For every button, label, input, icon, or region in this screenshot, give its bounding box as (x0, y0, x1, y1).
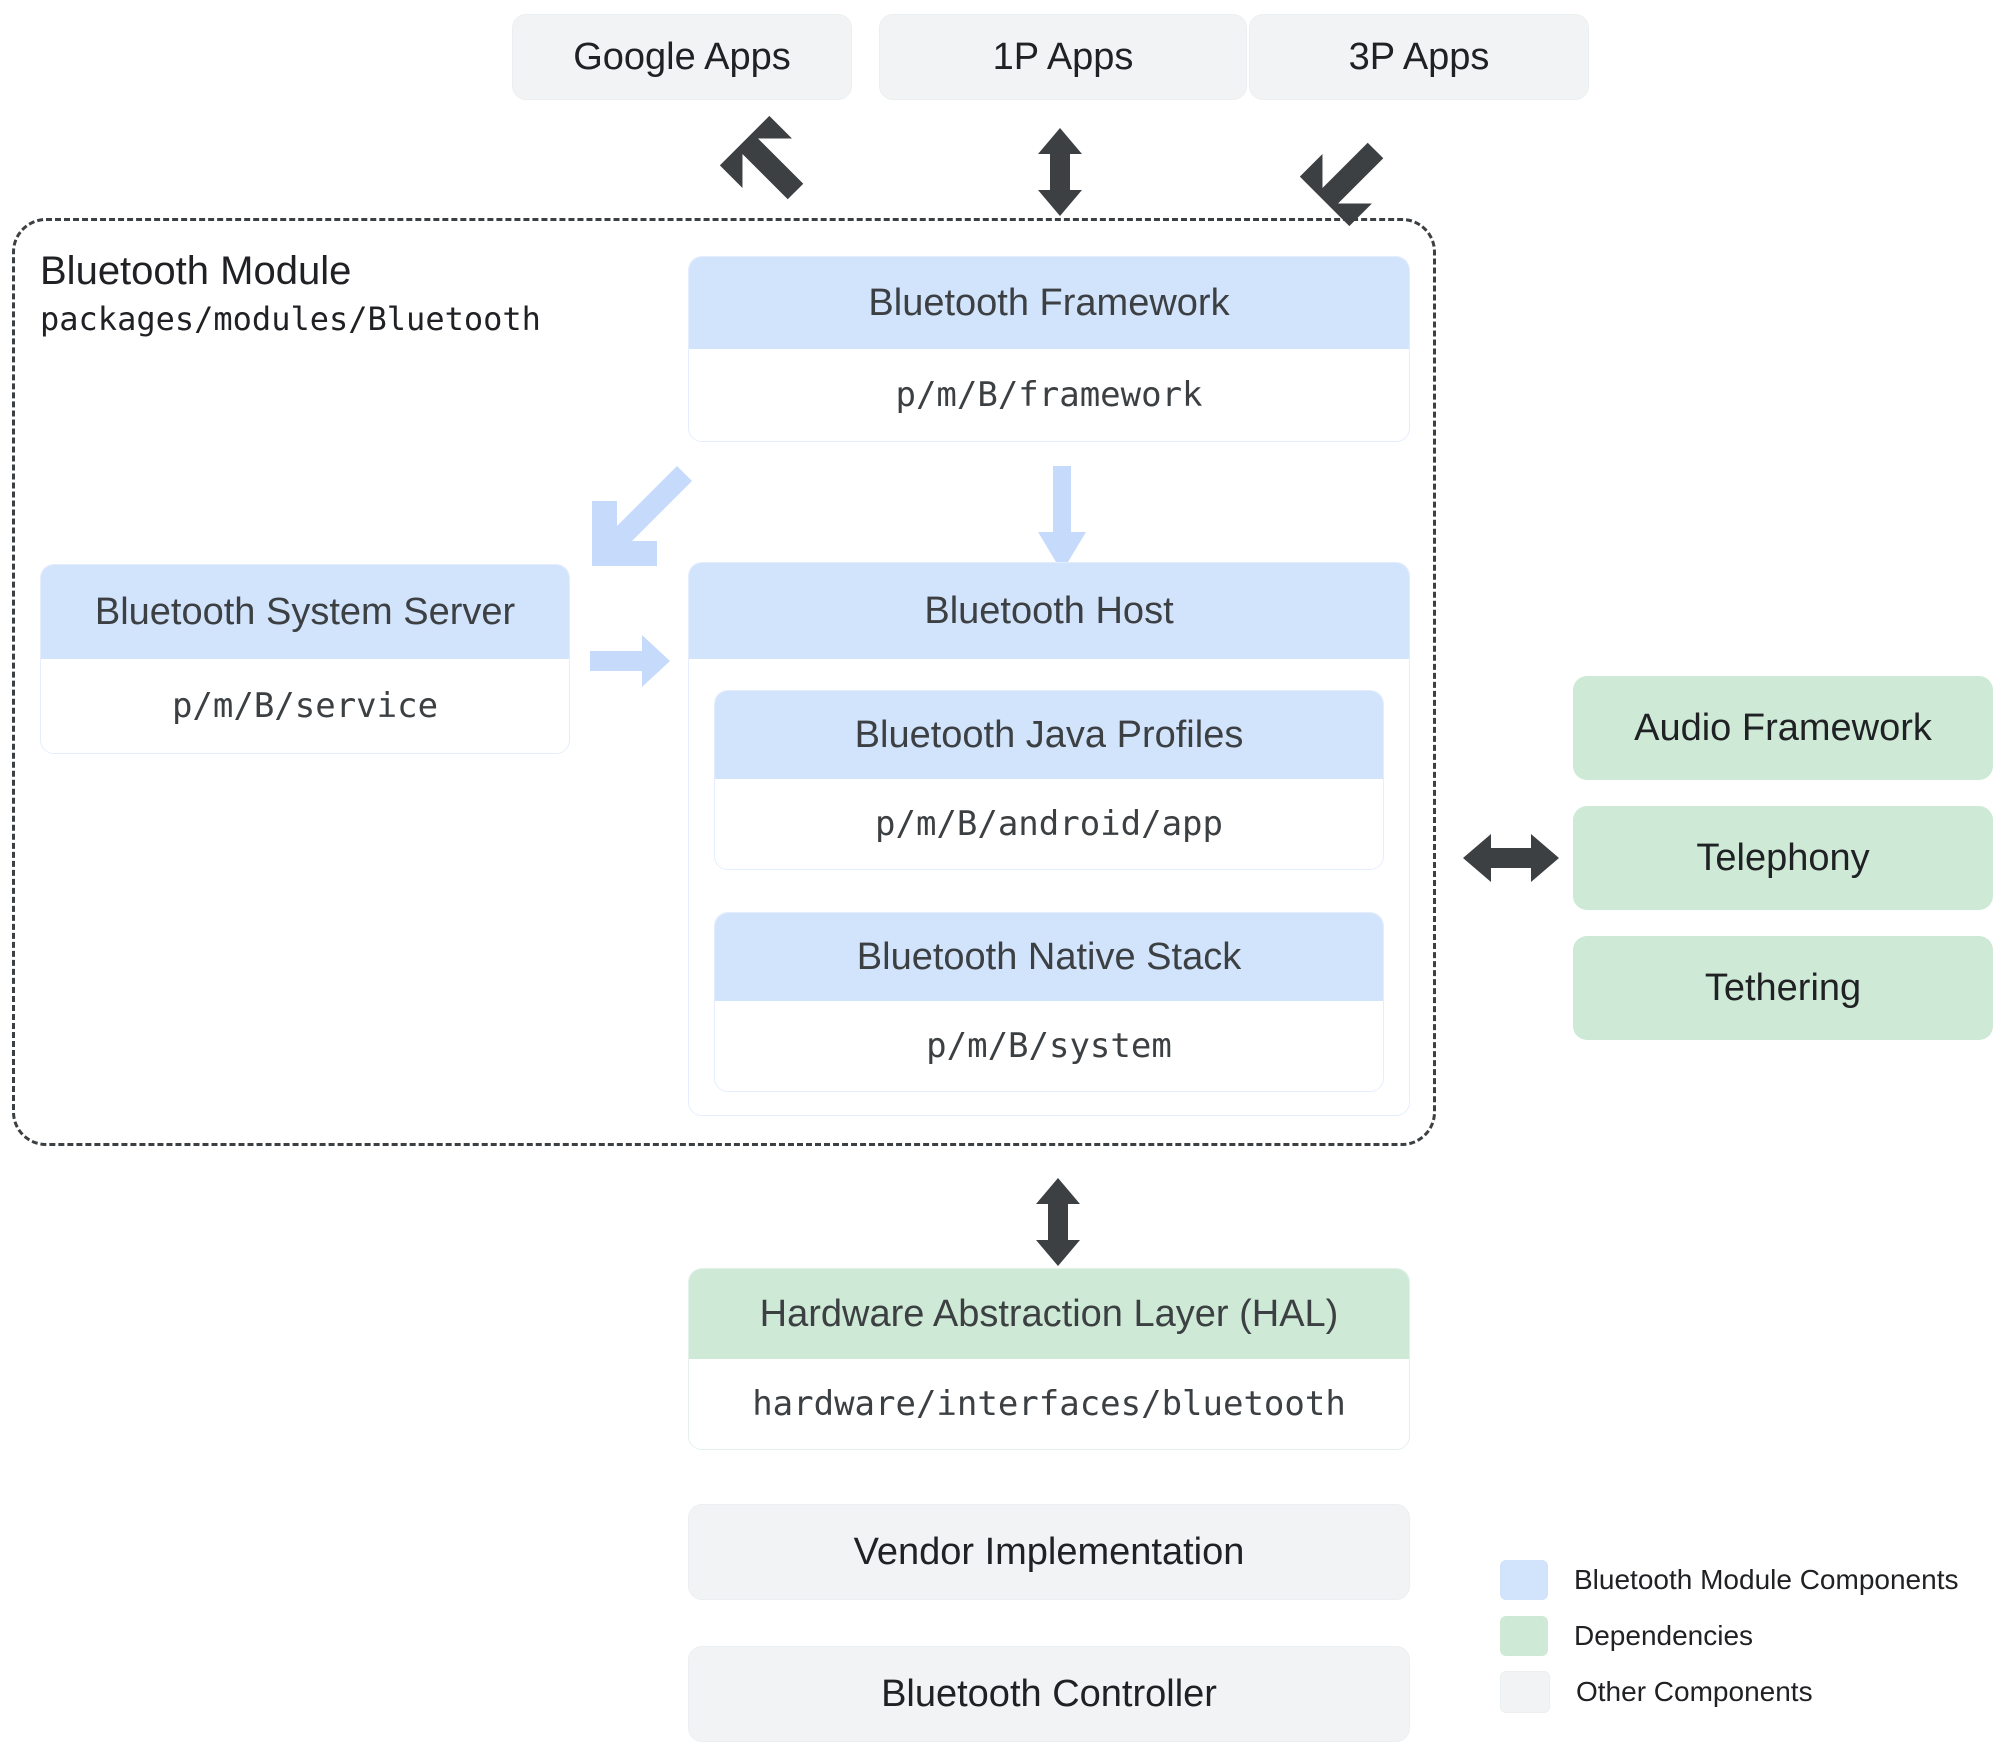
bluetooth-host-title: Bluetooth Host (924, 589, 1174, 632)
hal-title: Hardware Abstraction Layer (HAL) (759, 1292, 1339, 1335)
dependency-tethering[interactable]: Tethering (1573, 936, 1993, 1040)
legend-item-dependencies: Dependencies (1500, 1608, 1980, 1664)
bluetooth-java-profiles-path: p/m/B/android/app (715, 779, 1383, 869)
bluetooth-module-title: Bluetooth Module (40, 249, 352, 293)
arrow-framework-to-host (1038, 466, 1086, 572)
legend-swatch-other-components (1500, 1671, 1550, 1713)
bluetooth-framework-title: Bluetooth Framework (868, 281, 1230, 324)
legend-swatch-dependencies (1500, 1616, 1548, 1656)
app-box-google-apps-label: Google Apps (573, 35, 791, 78)
bluetooth-framework-header: Bluetooth Framework (689, 257, 1409, 349)
bluetooth-framework-path: p/m/B/framework (689, 349, 1409, 441)
app-box-3p-apps-label: 3P Apps (1348, 35, 1490, 78)
arrow-3p-apps-to-module (1299, 142, 1384, 227)
app-box-google-apps[interactable]: Google Apps (512, 14, 852, 100)
dependency-tethering-label: Tethering (1704, 966, 1862, 1009)
bluetooth-controller-label: Bluetooth Controller (881, 1672, 1217, 1715)
bluetooth-system-server-title: Bluetooth System Server (94, 590, 516, 633)
component-bluetooth-framework[interactable]: Bluetooth Framework p/m/B/framework (688, 256, 1410, 442)
arrow-system-server-to-host (590, 635, 670, 687)
legend-item-other-components: Other Components (1500, 1664, 1980, 1720)
legend-label-module-components: Bluetooth Module Components (1574, 1564, 1959, 1595)
bluetooth-host-header: Bluetooth Host (689, 563, 1409, 659)
dependency-telephony[interactable]: Telephony (1573, 806, 1993, 910)
bluetooth-module-container (12, 218, 1436, 1146)
legend-label-other-components: Other Components (1576, 1676, 1813, 1707)
component-bluetooth-system-server[interactable]: Bluetooth System Server p/m/B/service (40, 564, 570, 754)
component-bluetooth-java-profiles[interactable]: Bluetooth Java Profiles p/m/B/android/ap… (714, 690, 1384, 870)
legend: Bluetooth Module Components Dependencies… (1500, 1552, 1980, 1720)
app-box-1p-apps[interactable]: 1P Apps (879, 14, 1247, 100)
bluetooth-native-stack-title: Bluetooth Native Stack (856, 935, 1242, 978)
arrow-module-to-hal (1036, 1178, 1080, 1266)
bluetooth-java-profiles-title: Bluetooth Java Profiles (854, 713, 1244, 756)
arrow-module-to-dependencies (1463, 834, 1559, 882)
hal-header: Hardware Abstraction Layer (HAL) (689, 1269, 1409, 1359)
component-vendor-implementation[interactable]: Vendor Implementation (688, 1504, 1410, 1600)
bluetooth-java-profiles-path-text: p/m/B/android/app (875, 804, 1223, 844)
bluetooth-java-profiles-header: Bluetooth Java Profiles (715, 691, 1383, 779)
bluetooth-system-server-path: p/m/B/service (41, 659, 569, 753)
arrow-1p-apps-to-module (1038, 128, 1082, 216)
app-box-1p-apps-label: 1P Apps (992, 35, 1134, 78)
bluetooth-native-stack-header: Bluetooth Native Stack (715, 913, 1383, 1001)
legend-item-module-components: Bluetooth Module Components (1500, 1552, 1980, 1608)
hal-path-text: hardware/interfaces/bluetooth (752, 1384, 1346, 1424)
bluetooth-system-server-path-text: p/m/B/service (171, 686, 439, 726)
component-hal[interactable]: Hardware Abstraction Layer (HAL) hardwar… (688, 1268, 1410, 1450)
bluetooth-module-path: packages/modules/Bluetooth (40, 300, 541, 338)
hal-path: hardware/interfaces/bluetooth (689, 1359, 1409, 1449)
bluetooth-native-stack-path: p/m/B/system (715, 1001, 1383, 1091)
legend-label-dependencies: Dependencies (1574, 1620, 1754, 1651)
bluetooth-native-stack-path-text: p/m/B/system (926, 1026, 1172, 1066)
component-bluetooth-native-stack[interactable]: Bluetooth Native Stack p/m/B/system (714, 912, 1384, 1092)
vendor-implementation-label: Vendor Implementation (853, 1530, 1245, 1573)
dependency-audio-framework-label: Audio Framework (1634, 706, 1932, 749)
bluetooth-system-server-header: Bluetooth System Server (41, 565, 569, 659)
legend-swatch-module-components (1500, 1560, 1548, 1600)
app-box-3p-apps[interactable]: 3P Apps (1249, 14, 1589, 100)
component-bluetooth-controller[interactable]: Bluetooth Controller (688, 1646, 1410, 1742)
bluetooth-framework-path-text: p/m/B/framework (895, 375, 1203, 415)
arrow-framework-to-system-server (592, 466, 692, 566)
arrow-google-apps-to-module (719, 115, 804, 200)
dependency-telephony-label: Telephony (1696, 836, 1870, 879)
dependency-audio-framework[interactable]: Audio Framework (1573, 676, 1993, 780)
